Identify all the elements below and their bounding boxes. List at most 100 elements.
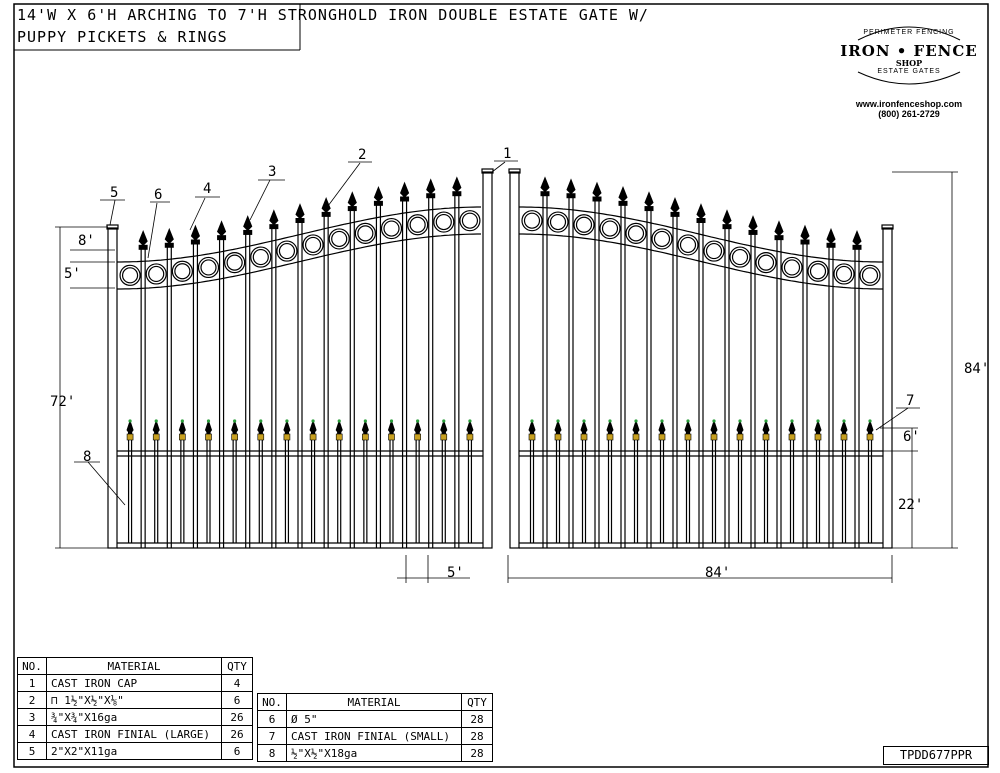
bom-material: ½"X½"X18ga	[286, 744, 462, 762]
finial-small-base	[362, 433, 369, 441]
bom-header-material: MATERIAL	[286, 693, 462, 711]
dimension-lines	[55, 160, 958, 583]
finial-large	[592, 181, 602, 198]
finial-small-tip	[468, 419, 472, 423]
finial-small-tip	[389, 419, 394, 423]
ring	[276, 240, 298, 262]
finial-large	[216, 220, 227, 237]
finial-collar	[618, 200, 628, 206]
finial-large	[852, 229, 862, 247]
finial-large	[566, 178, 576, 195]
bom-qty: 28	[461, 727, 493, 745]
finial-large	[696, 203, 706, 220]
finial-small-base	[580, 433, 588, 441]
finial-collar	[164, 242, 174, 248]
bom-header-qty: QTY	[221, 657, 253, 675]
callout-leader	[324, 162, 361, 211]
finial-small-tip	[608, 419, 612, 423]
finial-small-tip	[311, 419, 315, 423]
bom-material: ¾"X¾"X16ga	[46, 708, 222, 726]
finial-small-tip	[363, 419, 367, 423]
finial-small-base	[152, 433, 160, 441]
ring	[547, 211, 569, 233]
bom-header-row: NO. MATERIAL QTY	[257, 693, 493, 711]
ring	[171, 260, 193, 282]
logo-tagline-bottom: ESTATE GATES	[877, 68, 941, 75]
dim-post-height: 72'	[50, 394, 76, 410]
finial-small-tip	[442, 419, 446, 423]
bom-no: 4	[17, 725, 47, 743]
finial-collar	[670, 211, 680, 217]
finial-small-tip	[206, 419, 211, 423]
bom-table-left: NO. MATERIAL QTY 1 CAST IRON CAP 4 2 ⊓ 1…	[17, 657, 253, 760]
bom-header-no: NO.	[257, 693, 287, 711]
ring	[302, 234, 324, 256]
bom-row: 6 Ø 5" 28	[257, 710, 493, 728]
finial-small-base	[388, 433, 395, 441]
ring-inner	[357, 225, 374, 242]
finial-small-base	[309, 433, 317, 441]
bom-qty: 6	[221, 691, 253, 709]
ring-inner	[757, 254, 775, 271]
bom-no: 1	[17, 674, 47, 692]
bom-row: 3 ¾"X¾"X16ga 26	[17, 708, 253, 726]
finial-collar	[748, 229, 758, 235]
finial-small-base	[466, 433, 474, 441]
sheet-border	[13, 3, 989, 768]
ring	[328, 228, 350, 250]
finial-small-base	[179, 433, 186, 441]
finial-collar	[722, 224, 732, 230]
finial-collar	[373, 200, 383, 206]
callout-3: 3	[268, 164, 277, 180]
ring-inner	[705, 242, 723, 260]
ring-inner	[148, 265, 165, 283]
finial-large	[748, 215, 758, 232]
callout-2: 2	[358, 147, 367, 163]
finial-collar	[452, 191, 462, 197]
bom-material: CAST IRON FINIAL (SMALL)	[286, 727, 462, 745]
finial-collar	[217, 235, 227, 241]
finial-collar	[774, 235, 784, 241]
finial-small-tip	[842, 419, 846, 423]
drawing-title-line1: 14'W X 6'H ARCHING TO 7'H STRONGHOLD IRO…	[17, 6, 649, 24]
ring	[224, 252, 246, 274]
finial-large	[295, 203, 305, 220]
ring-inner	[809, 263, 827, 280]
finial-small-base	[205, 433, 212, 441]
finial-large	[269, 209, 279, 226]
callout-leader	[189, 197, 206, 231]
finial-small-base	[335, 433, 343, 441]
finial-large	[540, 176, 550, 193]
finial-small-base	[658, 433, 666, 441]
bom-header-no: NO.	[17, 657, 47, 675]
callout-leader	[875, 407, 909, 431]
ring	[807, 260, 829, 282]
ring-inner	[461, 212, 479, 229]
ring-inner	[783, 259, 801, 276]
finial-small-base	[632, 433, 640, 441]
finial-large	[321, 197, 331, 214]
ring-inner	[653, 230, 671, 248]
bom-material: ⊓ 1½"X½"X⅛"	[46, 691, 222, 709]
ring-inner	[383, 220, 400, 237]
arch-rail-top	[117, 206, 481, 263]
callout-leader	[491, 161, 506, 173]
finial-small-base	[736, 433, 744, 441]
finial-small-base	[440, 433, 448, 441]
finial-small-base	[710, 433, 718, 441]
finial-large	[826, 227, 836, 244]
logo-wordmark: IRON • FENCE	[840, 42, 978, 60]
arch-rail-bottom	[519, 233, 883, 290]
bom-header-qty: QTY	[461, 693, 493, 711]
ring	[380, 217, 403, 240]
ring	[459, 210, 481, 232]
ring	[573, 214, 595, 236]
ring-inner	[331, 230, 348, 248]
bom-qty: 6	[221, 742, 253, 760]
dim-gap: 5'	[447, 565, 464, 581]
dim-ring-size: 5'	[64, 266, 81, 282]
ring	[755, 252, 777, 274]
callout-leader	[109, 199, 116, 226]
